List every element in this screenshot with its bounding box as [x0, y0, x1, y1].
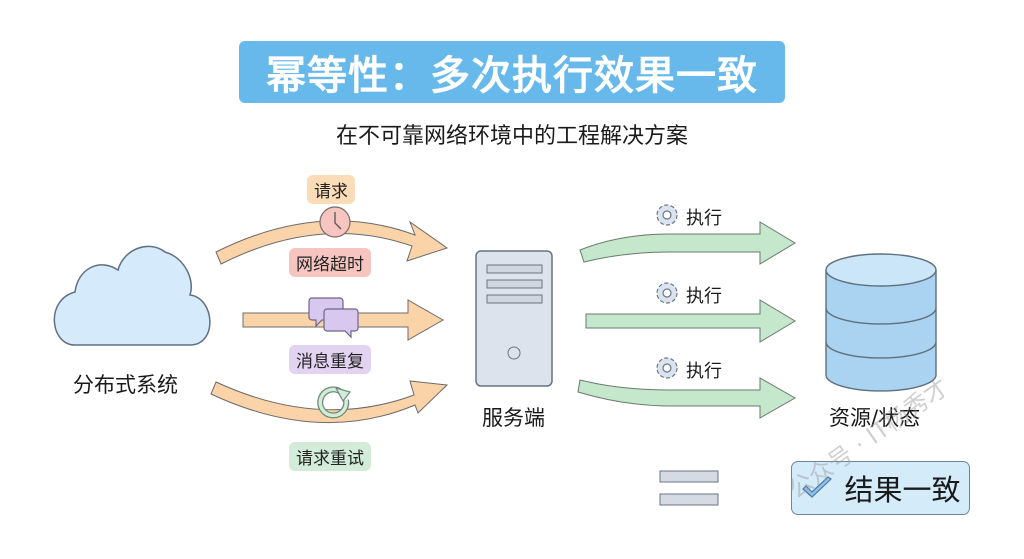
server-label: 服务端 [482, 406, 545, 430]
request-arrow-timeout [215, 220, 449, 265]
page-subtitle: 在不可靠网络环境中的工程解决方案 [335, 124, 688, 149]
client-label: 分布式系统 [73, 373, 178, 397]
title-banner: 幂等性：多次执行效果一致 [239, 41, 785, 103]
exec-arrow-2 [585, 299, 796, 343]
gear-icon [656, 282, 678, 304]
equals-icon [659, 470, 719, 506]
exec-label-3: 执行 [686, 361, 722, 382]
clock-icon [319, 206, 351, 238]
label-duplicate-message: 消息重复 [289, 345, 371, 374]
page-title: 幂等性：多次执行效果一致 [266, 53, 758, 99]
result-label: 结果一致 [844, 473, 961, 507]
label-request: 请求 [307, 175, 355, 204]
request-arrow-retry [210, 380, 449, 424]
chat-bubbles-icon [308, 297, 359, 339]
resource-label: 资源/状态 [829, 406, 921, 430]
cloud-icon [53, 245, 211, 346]
label-request-retry: 请求重试 [289, 442, 371, 471]
server-icon [475, 250, 553, 387]
gear-icon [656, 357, 678, 379]
exec-label-2: 执行 [686, 286, 722, 307]
database-icon [825, 253, 937, 392]
exec-arrow-1 [579, 221, 796, 265]
exec-arrow-3 [577, 377, 797, 419]
label-network-timeout: 网络超时 [289, 248, 371, 277]
refresh-icon [317, 386, 352, 419]
checkmark-icon [802, 476, 833, 498]
gear-icon [656, 204, 678, 226]
result-badge: 结果一致 [791, 461, 970, 515]
exec-label-1: 执行 [686, 208, 722, 229]
